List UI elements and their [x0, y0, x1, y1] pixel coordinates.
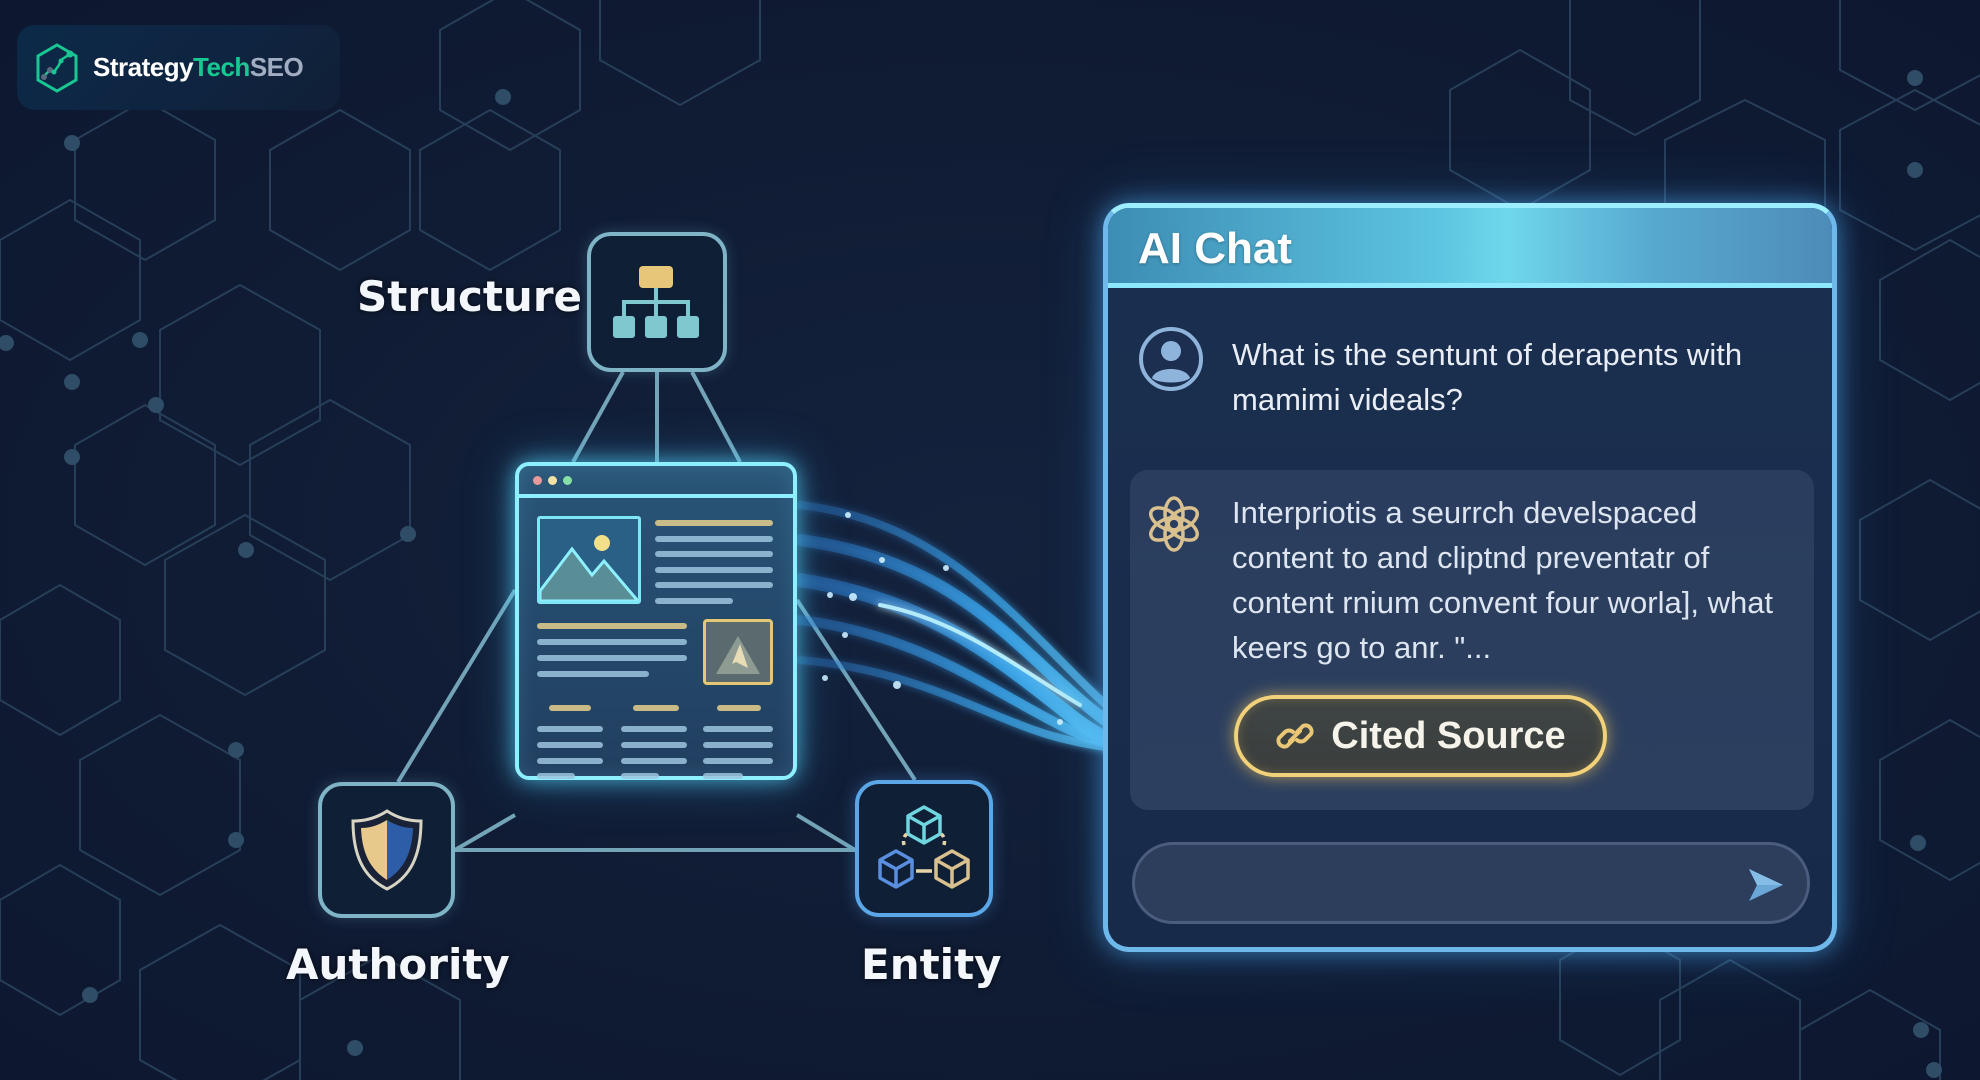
brand-name: StrategyTechSEO: [93, 52, 304, 82]
image-placeholder-icon: [537, 516, 641, 604]
sitemap-hierarchy-icon: [613, 266, 699, 338]
hexagon-chart-icon: [36, 42, 78, 93]
link-chain-icon: [1276, 723, 1314, 749]
shield-icon: [350, 809, 423, 891]
cited-source-label: Cited Source: [1331, 714, 1566, 757]
structure-node[interactable]: [587, 232, 727, 372]
user-avatar-icon: [1139, 327, 1203, 391]
webpage-card: [515, 462, 797, 780]
chat-header: AI Chat: [1108, 208, 1832, 288]
entity-label: Entity: [861, 940, 1002, 989]
ai-knot-logo-icon: [1149, 496, 1199, 552]
send-arrow-icon[interactable]: [1745, 865, 1785, 905]
authority-node[interactable]: [318, 782, 455, 918]
window-dot-yellow: [548, 475, 557, 485]
ai-chat-window: AI Chat What is the sentunt of derapents…: [1103, 203, 1837, 952]
ai-response-bubble: Interpriotis a seurrch develspaced conte…: [1130, 470, 1814, 810]
user-message-text: What is the sentunt of derapents with ma…: [1232, 337, 1743, 417]
connected-cubes-icon: [878, 804, 970, 889]
webpage-titlebar: [519, 466, 793, 498]
ai-response-text: Interpriotis a seurrch develspaced conte…: [1232, 495, 1774, 665]
chat-title: AI Chat: [1138, 224, 1292, 273]
chat-input-box[interactable]: [1132, 842, 1810, 924]
structure-label: Structure: [357, 272, 583, 321]
image-thumbnail-icon: [703, 619, 773, 685]
chat-message-input[interactable]: [1165, 845, 1725, 921]
entity-node[interactable]: [855, 780, 993, 917]
cited-source-button[interactable]: Cited Source: [1234, 695, 1607, 777]
user-message: What is the sentunt of derapents with ma…: [1138, 326, 1802, 422]
window-dot-green: [563, 475, 572, 485]
brand-logo[interactable]: StrategyTechSEO: [17, 25, 340, 110]
window-dot-red: [533, 475, 542, 485]
authority-label: Authority: [286, 940, 510, 989]
